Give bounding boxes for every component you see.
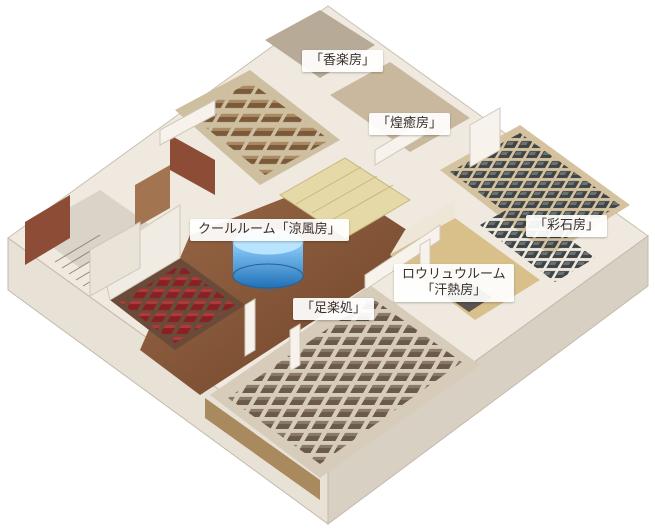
theater-room-seats xyxy=(120,265,235,343)
label-ashiraku-area: 「足楽処」 xyxy=(293,298,375,320)
brick-wall-center xyxy=(170,135,215,195)
booth-block xyxy=(89,221,141,297)
label-kouraku-room: 「香楽房」 xyxy=(302,50,384,72)
label-lowryu-room-line1: ロウリュウルーム xyxy=(402,267,506,282)
corridor-stone-beds xyxy=(480,202,595,282)
label-lowryu-room: ロウリュウルーム 「汗熱房」 xyxy=(394,264,514,302)
label-saiseki-room: 「彩石房」 xyxy=(526,215,608,237)
label-kouyu-room: 「煌癒房」 xyxy=(369,113,451,135)
label-lowryu-room-line2: 「汗熱房」 xyxy=(421,283,487,298)
lounge-recliners xyxy=(190,82,330,175)
sauna-inner-wall xyxy=(390,200,455,255)
stairs-area xyxy=(30,190,150,268)
cool-room-tank-body xyxy=(233,242,303,289)
label-cool-room: クールルーム「涼風房」 xyxy=(190,219,349,241)
tatami-grid xyxy=(295,166,394,223)
rest-area-slat-wall xyxy=(205,398,320,500)
cool-room-tank-base xyxy=(232,263,304,289)
outer-wall-right-face xyxy=(327,235,649,525)
locker-block xyxy=(135,165,170,228)
rest-area-chairs xyxy=(228,298,462,464)
brick-wall-left xyxy=(25,195,70,265)
